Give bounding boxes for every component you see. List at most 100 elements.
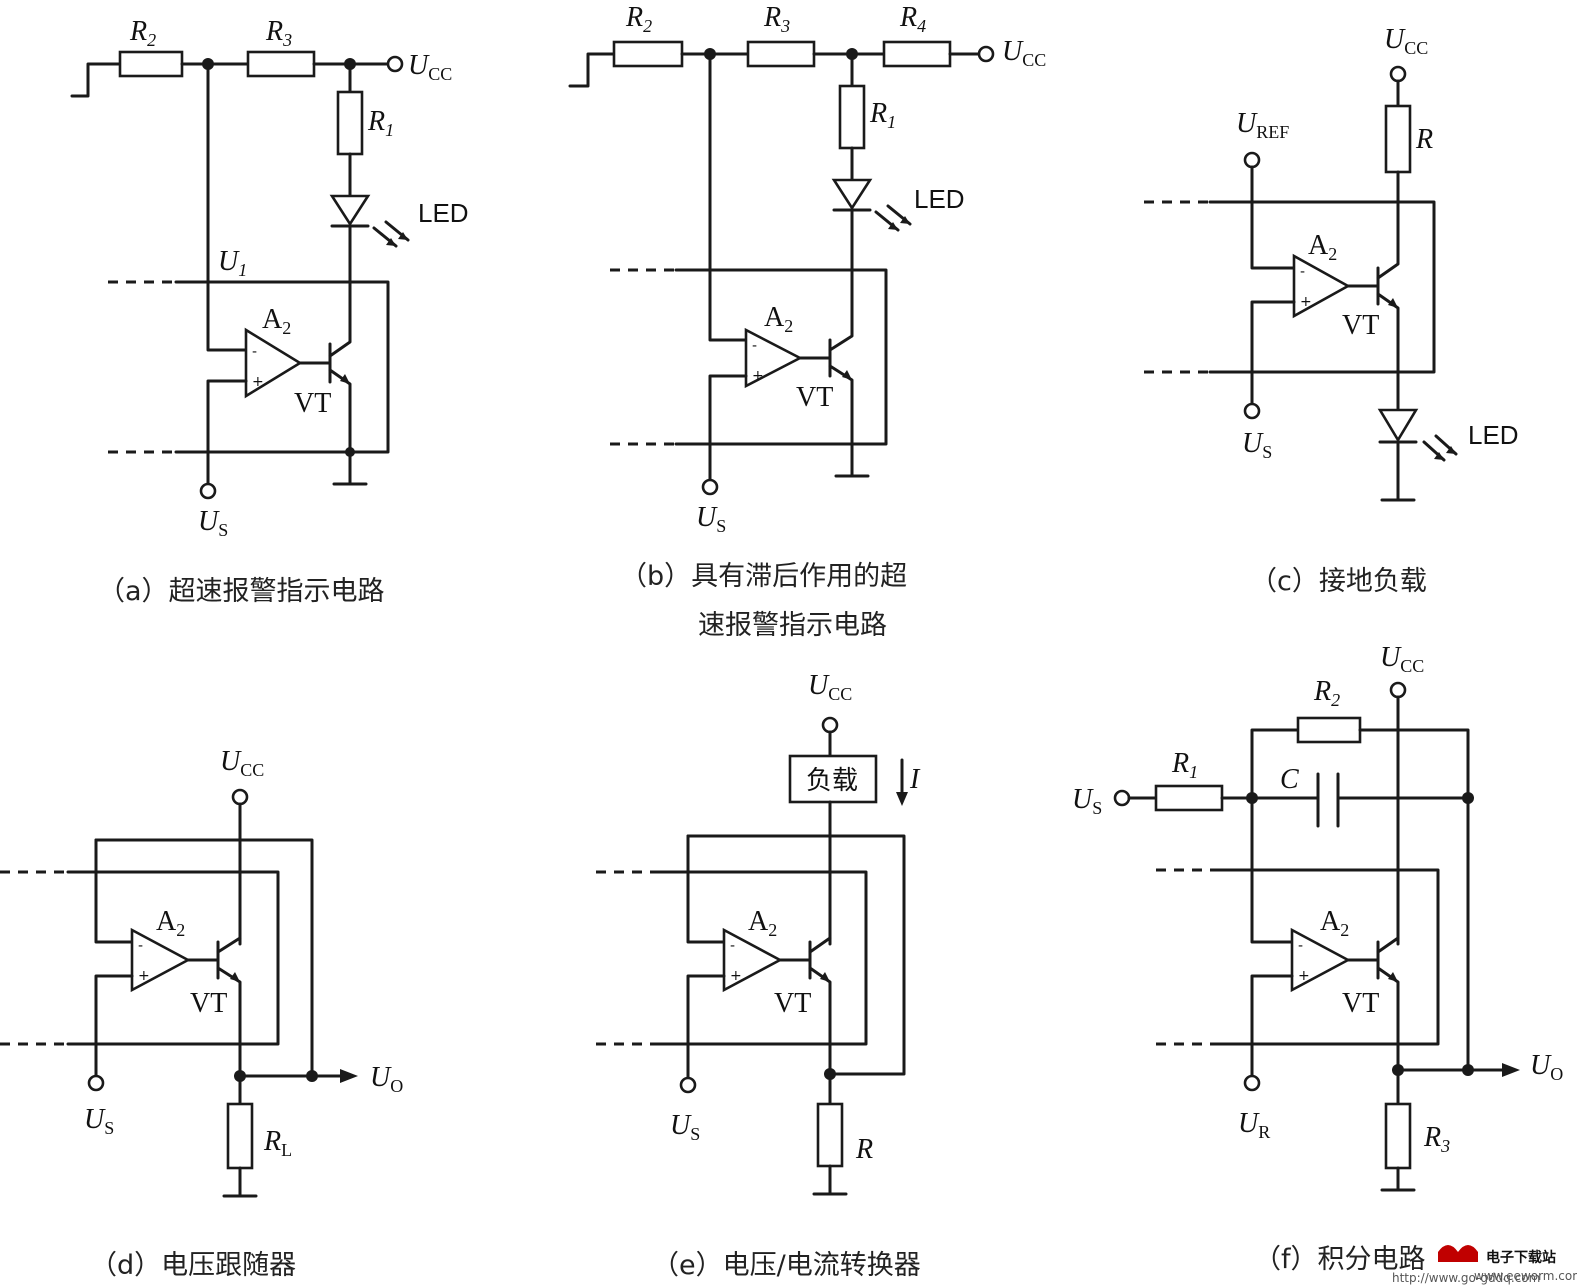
label-r2-f: R2: [1313, 676, 1340, 710]
label-c-f: C: [1280, 764, 1299, 795]
label-uo-d: UO: [370, 1062, 403, 1096]
label-vt-f: VT: [1342, 988, 1379, 1019]
circuit-d: [0, 788, 358, 1198]
opamp-a2-f: [1290, 927, 1351, 993]
ucc-terminal-e: [821, 716, 839, 734]
ucc-terminal-d: [231, 788, 249, 806]
label-us-b: US: [696, 502, 726, 536]
label-a2-d: A2: [156, 906, 185, 940]
uref-terminal-c: [1243, 151, 1261, 169]
ucc-terminal-b: [977, 45, 995, 63]
label-uo-f: UO: [1530, 1050, 1563, 1084]
labels-c: UCC UREF R A2 - + VT US LED: [1236, 24, 1519, 462]
label-vt-b: VT: [796, 382, 833, 413]
label-led-a: LED: [418, 198, 469, 228]
label-minus-b: -: [752, 338, 757, 354]
label-a2-e: A2: [748, 906, 777, 940]
watermark: http://www.go-gddq.com 电子下载站 www.eeworm.…: [1392, 1245, 1577, 1285]
label-vt-c: VT: [1342, 310, 1379, 341]
label-r3-a: R3: [265, 16, 292, 50]
label-minus-f: -: [1298, 938, 1303, 954]
label-a2-f: A2: [1320, 906, 1349, 940]
label-ucc-b: UCC: [1002, 36, 1046, 70]
us-terminal-c: [1243, 402, 1261, 420]
resistor-r1-a: [336, 90, 364, 156]
watermark-bug-icon: [1438, 1245, 1478, 1262]
label-ucc-a: UCC: [408, 50, 452, 84]
resistor-r2-b: [612, 40, 684, 68]
label-minus-c: -: [1300, 264, 1305, 280]
label-load-e: 负载: [806, 766, 858, 796]
watermark-sub: http://www.go-gddq.com: [1392, 1271, 1540, 1285]
ur-terminal-f: [1243, 1074, 1261, 1092]
resistor-r1-b: [838, 84, 866, 150]
circuit-b: [568, 40, 995, 496]
label-minus-a: -: [252, 344, 257, 360]
caption-a: （a）超速报警指示电路: [98, 576, 385, 607]
caption-e: （e）电压/电流转换器: [652, 1250, 921, 1281]
label-us-e: US: [670, 1110, 700, 1144]
ucc-terminal-f: [1389, 681, 1407, 699]
resistor-r-e: [816, 1102, 844, 1168]
resistor-r2-f: [1296, 716, 1362, 744]
caption-f: （f）积分电路: [1254, 1244, 1426, 1275]
circuit-a: [70, 50, 410, 500]
resistor-r2-a: [118, 50, 184, 78]
labels-e: UCC 负载 I A2 - + VT US R: [670, 670, 921, 1165]
label-plus-b: +: [752, 368, 764, 384]
load-box-e: [788, 754, 878, 804]
caption-b-line2: 速报警指示电路: [698, 610, 887, 641]
labels-f: UCC R2 R1 C US A2 - + VT UO UR R3: [1072, 642, 1563, 1156]
label-ucc-c: UCC: [1384, 24, 1428, 58]
ucc-terminal-a: [386, 55, 404, 73]
labels-d: UCC A2 - + VT UO US RL: [84, 746, 403, 1160]
led-a: [329, 194, 371, 227]
label-r1-f: R1: [1171, 748, 1198, 782]
us-terminal-a: [199, 482, 217, 500]
label-ucc-e: UCC: [808, 670, 852, 704]
label-us-f: US: [1072, 784, 1102, 818]
label-us-d: US: [84, 1104, 114, 1138]
caption-b-line1: （b）具有滞后作用的超: [620, 561, 907, 592]
label-rl-d: RL: [263, 1126, 292, 1160]
us-terminal-e: [679, 1076, 697, 1094]
label-plus-f: +: [1298, 968, 1310, 984]
circuit-c: [1144, 65, 1458, 502]
label-i-e: I: [909, 764, 921, 795]
label-a2-b: A2: [764, 302, 793, 336]
label-plus-c: +: [1300, 294, 1312, 310]
caption-d: （d）电压跟随器: [90, 1250, 296, 1281]
resistor-r1-f: [1154, 784, 1224, 812]
captions: （a）超速报警指示电路 （b）具有滞后作用的超 速报警指示电路 （c）接地负载 …: [90, 561, 1427, 1281]
us-terminal-d: [87, 1074, 105, 1092]
resistor-r3-a: [246, 50, 316, 78]
label-vt-a: VT: [294, 388, 331, 419]
led-b: [831, 178, 873, 211]
label-us-a: US: [198, 506, 228, 540]
label-plus-a: +: [252, 374, 264, 390]
label-r3-b: R3: [763, 2, 790, 36]
us-terminal-b: [701, 478, 719, 496]
led-c: [1377, 408, 1419, 443]
resistor-rl-d: [226, 1102, 254, 1170]
circuit-f: [1113, 681, 1520, 1192]
opamp-a2-b: [744, 327, 803, 389]
label-minus-e: -: [730, 938, 735, 954]
label-a2-c: A2: [1308, 230, 1337, 264]
caption-c: （c）接地负载: [1250, 566, 1427, 597]
label-r4-b: R4: [899, 2, 926, 36]
label-r1-a: R1: [367, 106, 394, 140]
label-uref-c: UREF: [1236, 108, 1289, 142]
circuit-e: [596, 716, 908, 1196]
label-plus-d: +: [138, 968, 150, 984]
label-r1-b: R1: [869, 98, 896, 132]
watermark-logo: 电子下载站: [1486, 1249, 1556, 1266]
label-ucc-f: UCC: [1380, 642, 1424, 676]
ucc-terminal-c: [1389, 65, 1407, 83]
label-r2-a: R2: [129, 16, 156, 50]
label-a2-a: A2: [262, 304, 291, 338]
resistor-r4-b: [882, 40, 952, 68]
watermark-url: www.eeworm.com: [1474, 1269, 1577, 1283]
labels-a: R2 R3 UCC R1 LED U1 A2 - + VT US: [129, 16, 469, 540]
